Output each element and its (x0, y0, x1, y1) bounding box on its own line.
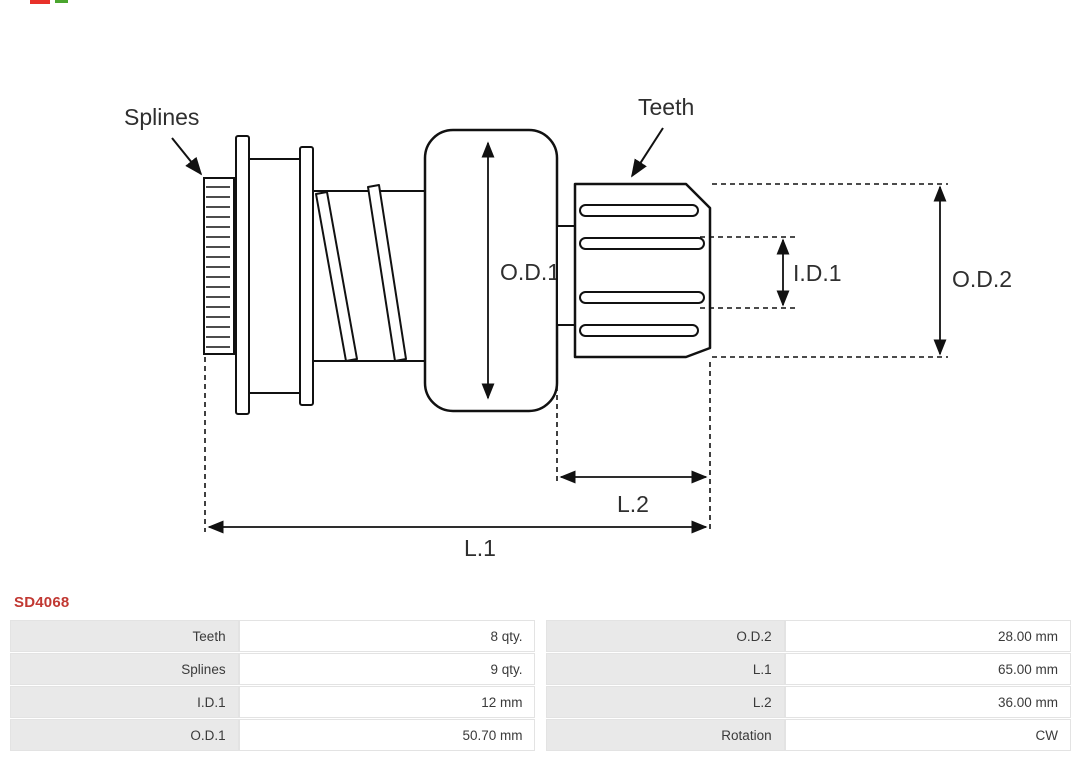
spec-label: Rotation (545, 719, 785, 751)
spec-table-left: Teeth 8 qty. Splines 9 qty. I.D.1 12 mm … (10, 620, 536, 751)
splines-callout: Splines (124, 104, 203, 176)
l1-label: L.1 (464, 535, 496, 561)
pinion-gear (573, 182, 712, 359)
teeth-callout: Teeth (631, 94, 694, 178)
spec-value: 28.00 mm (784, 620, 1071, 652)
spec-label: L.2 (545, 686, 785, 718)
dimension-l1: L.1 (204, 357, 708, 561)
spec-label: L.1 (545, 653, 785, 685)
teeth-label: Teeth (638, 94, 694, 120)
spring-coil (367, 184, 407, 362)
logo-green-mark (55, 0, 68, 3)
spec-value: CW (784, 719, 1071, 751)
splines-label: Splines (124, 104, 199, 130)
shaft-neck (556, 225, 576, 326)
spring-section (313, 184, 425, 362)
dimension-od1: O.D.1 (481, 141, 560, 400)
spec-value: 65.00 mm (784, 653, 1071, 685)
part-number: SD4068 (14, 594, 70, 611)
spec-value: 8 qty. (238, 620, 536, 652)
spline-ridges (206, 186, 230, 348)
technical-drawing: Splines Teeth O.D.1 (124, 94, 1012, 561)
splined-shaft (203, 177, 235, 355)
spec-value: 12 mm (238, 686, 536, 718)
od1-label: O.D.1 (500, 259, 560, 285)
id1-label: I.D.1 (793, 260, 842, 286)
spec-label: O.D.2 (545, 620, 785, 652)
spec-label: I.D.1 (10, 686, 239, 718)
gear-tooth (579, 291, 705, 304)
spec-value: 50.70 mm (238, 719, 536, 751)
dimension-id1: I.D.1 (700, 236, 842, 309)
spec-value: 36.00 mm (784, 686, 1071, 718)
spec-table-right: O.D.2 28.00 mm L.1 65.00 mm L.2 36.00 mm… (545, 620, 1072, 751)
spring-coil (315, 191, 358, 362)
spec-table: Teeth 8 qty. Splines 9 qty. I.D.1 12 mm … (10, 620, 1071, 751)
gear-tooth (579, 204, 699, 217)
od2-label: O.D.2 (952, 266, 1012, 292)
l2-label: L.2 (617, 491, 649, 517)
gear-tooth (579, 237, 705, 250)
spec-value: 9 qty. (238, 653, 536, 685)
gear-tooth (579, 324, 699, 337)
spec-label: O.D.1 (10, 719, 239, 751)
spec-label: Teeth (10, 620, 239, 652)
brand-logo-fragment (30, 0, 68, 4)
spec-label: Splines (10, 653, 239, 685)
drive-flanges (235, 135, 314, 415)
dimension-od2: O.D.2 (712, 183, 1012, 358)
dimension-l2: L.2 (556, 332, 711, 532)
logo-red-mark (30, 0, 50, 4)
